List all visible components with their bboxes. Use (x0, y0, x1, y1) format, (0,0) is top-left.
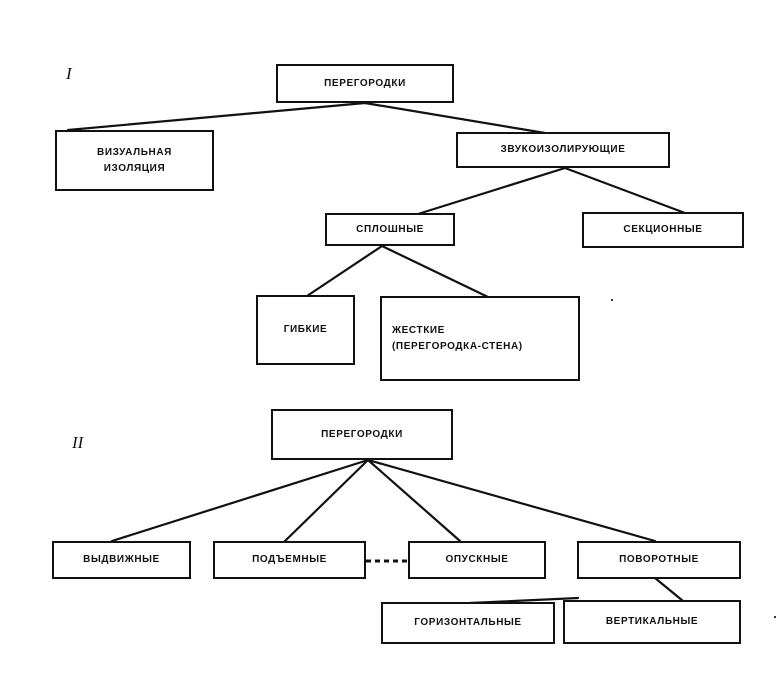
link-soundproof-solid (416, 166, 567, 216)
node2-partitions-root: ПЕРЕГОРОДКИ (271, 409, 453, 460)
diagram-marker-1: I (66, 64, 72, 83)
node-label-line-2: (ПЕРЕГОРОДКА-СТЕНА) (392, 340, 523, 352)
node-label-line-1: ВИЗУАЛЬНАЯ (97, 146, 172, 158)
link-solid-rigid (380, 244, 490, 299)
node-soundproof: ЗВУКОИЗОЛИРУЮЩИЕ (456, 132, 670, 168)
node-label: ЗВУКОИЗОЛИРУЮЩИЕ (500, 144, 626, 155)
node-flexible: ГИБКИЕ (256, 295, 355, 365)
link-root-soundproof (363, 101, 547, 135)
node2-lowering: ОПУСКНЫЕ (408, 541, 546, 579)
node-label: ВЕРТИКАЛЬНЫЕ (605, 616, 699, 627)
node-label: ОПУСКНЫЕ (445, 554, 509, 565)
node2-horizontal: ГОРИЗОНТАЛЬНЫЕ (381, 602, 555, 644)
scan-speck (774, 616, 776, 618)
node-visual-isolation: ВИЗУАЛЬНАЯ ИЗОЛЯЦИЯ (55, 130, 214, 191)
node-label: ГИБКИЕ (283, 324, 328, 335)
node2-rotating: ПОВОРОТНЫЕ (577, 541, 741, 579)
diagram-marker-2: II (72, 433, 84, 452)
link2-root-lifting (283, 458, 370, 543)
link-root-visual (66, 101, 367, 132)
node-label: ПОДЪЕМНЫЕ (252, 554, 327, 565)
node2-vertical: ВЕРТИКАЛЬНЫЕ (563, 600, 741, 644)
node-label: СПЛОШНЫЕ (356, 223, 424, 235)
node-label: ПЕРЕГОРОДКИ (321, 428, 403, 440)
link2-root-sliding (110, 458, 370, 543)
link-solid-flexible (305, 244, 384, 298)
node-label: ПОВОРОТНЫЕ (619, 554, 699, 565)
node-label: ПЕРЕГОРОДКИ (324, 77, 406, 89)
node-solid: СПЛОШНЫЕ (325, 213, 455, 246)
node-label-line-2: ИЗОЛЯЦИЯ (103, 162, 166, 174)
node-partitions-root: ПЕРЕГОРОДКИ (276, 64, 454, 103)
node-label: СЕКЦИОННЫЕ (623, 224, 703, 235)
link2-rotating-vertical (653, 576, 685, 603)
node2-sliding: ВЫДВИЖНЫЕ (52, 541, 191, 579)
link2-root-rotating (366, 458, 657, 543)
node-label: ВЫДВИЖНЫЕ (83, 554, 160, 565)
scan-speck (611, 299, 613, 301)
node-rigid: ЖЕСТКИЕ (ПЕРЕГОРОДКА-СТЕНА) (380, 296, 580, 381)
node-sectional: СЕКЦИОННЫЕ (582, 212, 744, 248)
node-label-line-1: ЖЕСТКИЕ (392, 324, 445, 336)
link-soundproof-sectional (563, 166, 687, 215)
link2-root-lowering (366, 458, 462, 543)
node-label: ГОРИЗОНТАЛЬНЫЕ (414, 617, 522, 628)
node2-lifting: ПОДЪЕМНЫЕ (213, 541, 366, 579)
